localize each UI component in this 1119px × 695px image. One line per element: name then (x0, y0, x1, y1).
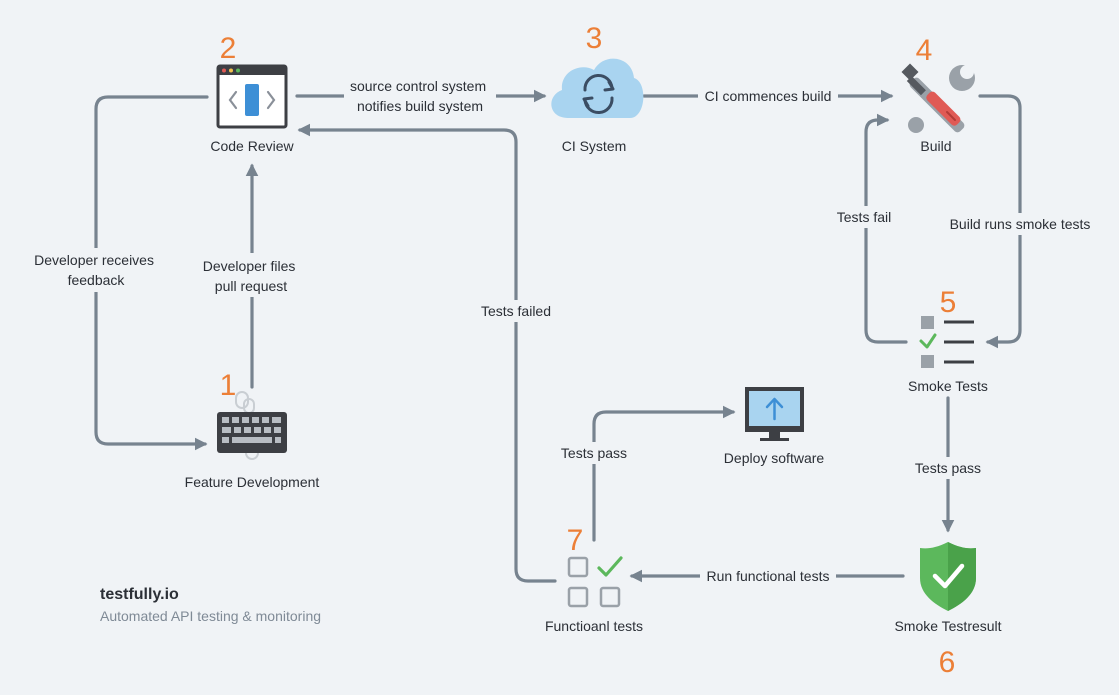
edge-label-bg (344, 74, 496, 118)
node-label-functional-tests: Functioanl tests (545, 618, 643, 634)
edge-label-bg (474, 300, 558, 322)
edge-label-bg (554, 442, 634, 464)
edge-label-tests-pass-smoke: Tests pass (915, 460, 981, 476)
connector-smoke-tests-to-build (864, 113, 908, 344)
checklist-icon (919, 316, 974, 368)
step-number-1: 1 (220, 369, 237, 402)
edge-label-bg (698, 86, 838, 106)
brand-name: testfully.io (100, 586, 179, 603)
cloud-sync-icon (551, 58, 644, 118)
monitor-upload-icon (745, 387, 804, 441)
step-number-7: 7 (567, 524, 584, 557)
edge-label-bg (700, 566, 836, 588)
node-label-feature-development: Feature Development (185, 474, 320, 490)
edge-label-bg (30, 248, 166, 292)
keyboard-icon (217, 391, 287, 460)
edge-label-tests-fail: Tests fail (837, 209, 891, 225)
node-label-ci-system: CI System (562, 138, 627, 154)
edge-label-tests-pass-functional: Tests pass (561, 445, 627, 461)
edge-label-bg (830, 206, 902, 228)
node-label-build: Build (920, 138, 951, 154)
node-label-code-review: Code Review (210, 138, 294, 154)
edge-label-run-functional: Run functional tests (707, 568, 830, 584)
shield-check-icon (920, 542, 976, 611)
edge-label-developer-files: Developer files pull request (203, 258, 300, 294)
edge-label-source-control: source control system notifies build sys… (350, 78, 490, 114)
code-window-icon (216, 64, 288, 129)
edge-label-bg (908, 457, 988, 479)
edge-label-bg (196, 253, 308, 297)
step-number-3: 3 (586, 22, 603, 55)
step-number-6: 6 (939, 646, 956, 679)
grid-check-icon (567, 556, 623, 608)
brand-tagline: Automated API testing & monitoring (100, 608, 321, 624)
edge-label-bg (942, 213, 1098, 235)
connector-functional-to-deploy (592, 405, 736, 542)
node-label-smoke-tests: Smoke Tests (908, 378, 988, 394)
edge-label-ci-commences: CI commences build (705, 88, 832, 104)
step-number-5: 5 (940, 286, 957, 319)
edge-label-developer-receives: Developer receives feedback (34, 252, 158, 288)
connector-functional-to-code-review (297, 123, 557, 583)
node-label-smoke-testresult: Smoke Testresult (894, 618, 1001, 634)
edge-label-tests-failed: Tests failed (481, 303, 551, 319)
step-number-2: 2 (220, 32, 237, 65)
node-label-deploy-software: Deploy software (724, 450, 825, 466)
edge-label-build-runs-smoke: Build runs smoke tests (950, 216, 1091, 232)
step-number-4: 4 (916, 34, 933, 67)
tools-icon (901, 63, 975, 133)
